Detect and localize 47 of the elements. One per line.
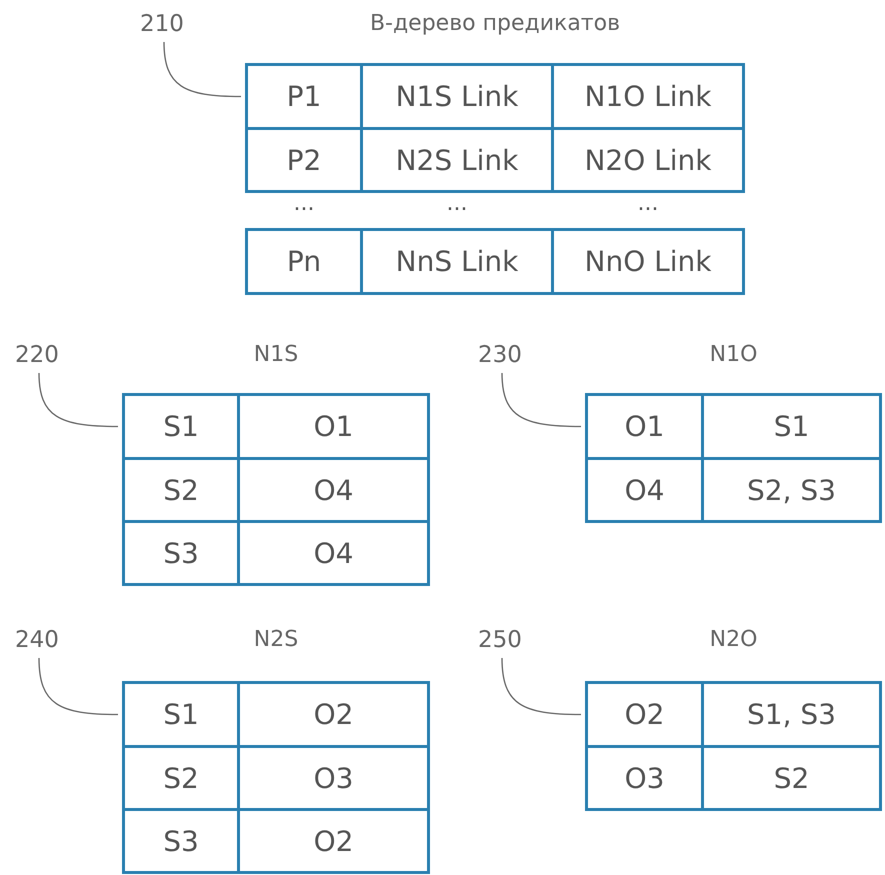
leader-line xyxy=(501,372,582,428)
table-cell: Pn xyxy=(248,231,360,292)
table-title: N1O xyxy=(708,341,758,369)
leader-line xyxy=(38,658,118,716)
table-cell: S2 xyxy=(125,748,237,808)
ellipsis: ... xyxy=(446,193,468,218)
ellipsis: ... xyxy=(292,193,316,218)
table-cell: O2 xyxy=(240,811,427,871)
callout-number: 220 xyxy=(15,341,59,369)
table-cell: S2, S3 xyxy=(704,460,879,520)
table-cell: S1 xyxy=(125,396,237,457)
callout-number: 250 xyxy=(478,626,522,654)
table-title: В-дерево предикатов xyxy=(368,10,622,38)
table-cell: N2S Link xyxy=(363,130,551,190)
table-cell: N1S Link xyxy=(363,66,551,127)
table-cell: NnO Link xyxy=(554,231,742,292)
table-cell: S1, S3 xyxy=(704,684,879,745)
table-cell: S1 xyxy=(704,396,879,457)
table-cell: P2 xyxy=(248,130,360,190)
table-cell: O4 xyxy=(240,523,427,583)
callout-number: 230 xyxy=(478,341,522,369)
table-cell: O3 xyxy=(240,748,427,808)
table-title: N2O xyxy=(708,626,758,654)
table-cell: S3 xyxy=(125,523,237,583)
table-cell: O4 xyxy=(240,460,427,520)
table-cell: O3 xyxy=(588,748,701,808)
callout-number: 240 xyxy=(15,626,59,654)
table-title: N2S xyxy=(252,626,300,654)
table-cell: S3 xyxy=(125,811,237,871)
table-cell: O1 xyxy=(240,396,427,457)
table-cell: O2 xyxy=(588,684,701,745)
table-cell: S1 xyxy=(125,684,237,745)
table-cell: O4 xyxy=(588,460,701,520)
table-cell: S2 xyxy=(125,460,237,520)
table-cell: NnS Link xyxy=(363,231,551,292)
leader-line xyxy=(163,42,242,98)
leader-line xyxy=(501,658,582,716)
table-cell: N2O Link xyxy=(554,130,742,190)
table-cell: O2 xyxy=(240,684,427,745)
table-cell: O1 xyxy=(588,396,701,457)
table-cell: P1 xyxy=(248,66,360,127)
table-title: N1S xyxy=(252,341,300,369)
ellipsis: ... xyxy=(636,193,660,218)
table-cell: S2 xyxy=(704,748,879,808)
callout-number: 210 xyxy=(140,10,184,38)
leader-line xyxy=(38,372,118,428)
table-cell: N1O Link xyxy=(554,66,742,127)
